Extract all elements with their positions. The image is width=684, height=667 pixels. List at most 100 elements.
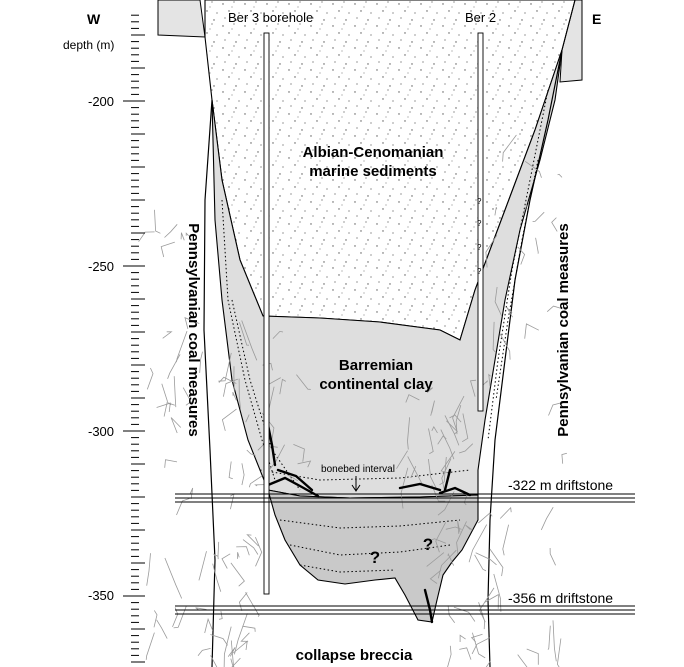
coal-measures-right-label: Pennsylvanian coal measures — [555, 223, 572, 436]
fracture-line — [239, 322, 250, 346]
fracture-line — [182, 387, 192, 406]
fracture-line — [494, 207, 498, 216]
fracture-line — [447, 645, 452, 667]
fracture-line — [146, 553, 151, 586]
fracture-line — [465, 524, 473, 531]
fracture-line — [173, 376, 177, 408]
fracture-line — [234, 613, 248, 655]
fracture-line — [255, 537, 263, 567]
fracture-line — [449, 414, 462, 423]
fracture-line — [522, 205, 528, 215]
fracture-line — [493, 573, 502, 612]
ber3-borehole — [263, 32, 270, 595]
fracture-line — [164, 224, 178, 238]
fracture-line — [154, 209, 161, 234]
fracture-line — [232, 391, 237, 401]
bonebed-interval-label: bonebed interval — [321, 464, 395, 475]
fracture-line — [431, 484, 446, 502]
fracture-line — [198, 551, 207, 581]
fracture-line — [197, 648, 211, 656]
fracture-line — [472, 632, 486, 659]
barremian-label-line1: Barremian — [339, 357, 413, 374]
dotted-contacts — [221, 89, 549, 573]
fracture-line — [440, 451, 456, 474]
fracture-line — [212, 563, 222, 592]
fracture-line — [435, 522, 447, 553]
fracture-line — [463, 494, 468, 506]
fracture-line — [468, 524, 488, 563]
barremian-label-line2: continental clay — [319, 376, 433, 393]
fracture-line — [494, 286, 502, 316]
fracture-line — [221, 553, 231, 569]
breccia-question-mark-1: ? — [370, 548, 380, 567]
fracture-line — [502, 134, 517, 162]
fracture-line — [223, 378, 239, 397]
fracture-line — [272, 330, 284, 339]
bonebed-arrow — [351, 476, 361, 492]
fracture-line — [199, 351, 203, 373]
fracture-line — [479, 587, 495, 623]
fracture-line — [164, 459, 178, 468]
fracture-line — [180, 232, 185, 241]
fracture-line — [230, 640, 235, 667]
fracture-lines — [138, 134, 568, 667]
fracture-line — [241, 320, 258, 361]
fracture-line — [548, 401, 567, 416]
fracture-line — [231, 657, 241, 667]
fracture-line — [444, 415, 460, 446]
fracture-line — [241, 463, 245, 486]
fracture-line — [499, 333, 511, 360]
fracture-line — [185, 232, 189, 236]
fracture-line — [184, 317, 200, 330]
driftstone-356-label: -356 m driftstone — [508, 590, 613, 606]
fracture-line — [440, 429, 455, 460]
fracture-line — [551, 217, 558, 232]
collapse-boundary-right — [487, 49, 563, 667]
fracture-line — [506, 307, 513, 318]
depth-tick-label-350: -350 — [88, 588, 114, 603]
fracture-line — [237, 552, 240, 559]
fracture-line — [223, 626, 232, 667]
fracture-line — [524, 323, 539, 339]
collapse-breccia-label: collapse breccia — [296, 647, 413, 664]
svg-text:?: ? — [477, 219, 482, 228]
fracture-line — [488, 373, 491, 387]
fracture-line — [410, 465, 417, 479]
ber3-borehole-label: Ber 3 borehole — [228, 10, 313, 25]
fracture-line — [246, 534, 259, 547]
fracture-line — [245, 414, 250, 423]
fracture-line — [195, 607, 207, 611]
fracture-line — [242, 625, 256, 632]
fracture-line — [138, 231, 155, 242]
fracture-line — [540, 506, 554, 531]
svg-text:?: ? — [477, 197, 482, 206]
fracture-line — [489, 548, 504, 577]
fracture-line — [145, 632, 155, 660]
fracture-line — [161, 383, 168, 417]
fracture-line — [176, 498, 190, 516]
fracture-line — [524, 160, 542, 178]
fracture-line — [484, 593, 499, 609]
fracture-line — [189, 487, 194, 500]
fracture-line — [210, 634, 228, 646]
fracture-line — [471, 637, 490, 655]
fracture-line — [162, 331, 173, 339]
fracture-line — [461, 413, 469, 443]
fracture-line — [517, 246, 526, 265]
ber2-borehole-label: Ber 2 — [465, 10, 496, 25]
fracture-line — [431, 538, 447, 544]
fracture-line — [426, 387, 434, 393]
collapse-boundary-left — [203, 99, 216, 667]
barremian-clay-unit — [211, 49, 563, 499]
fracture-line — [557, 173, 563, 178]
fracture-line — [245, 592, 260, 617]
depth-tick-label-250: -250 — [88, 259, 114, 274]
depth-axis-label: depth (m) — [63, 38, 114, 52]
driftstone-322-label: -322 m driftstone — [508, 477, 613, 493]
svg-text:?: ? — [477, 267, 482, 276]
fracture-line — [459, 647, 472, 660]
fracture-line — [242, 539, 259, 555]
fracture-line — [502, 524, 509, 556]
fracture-line — [517, 654, 528, 667]
